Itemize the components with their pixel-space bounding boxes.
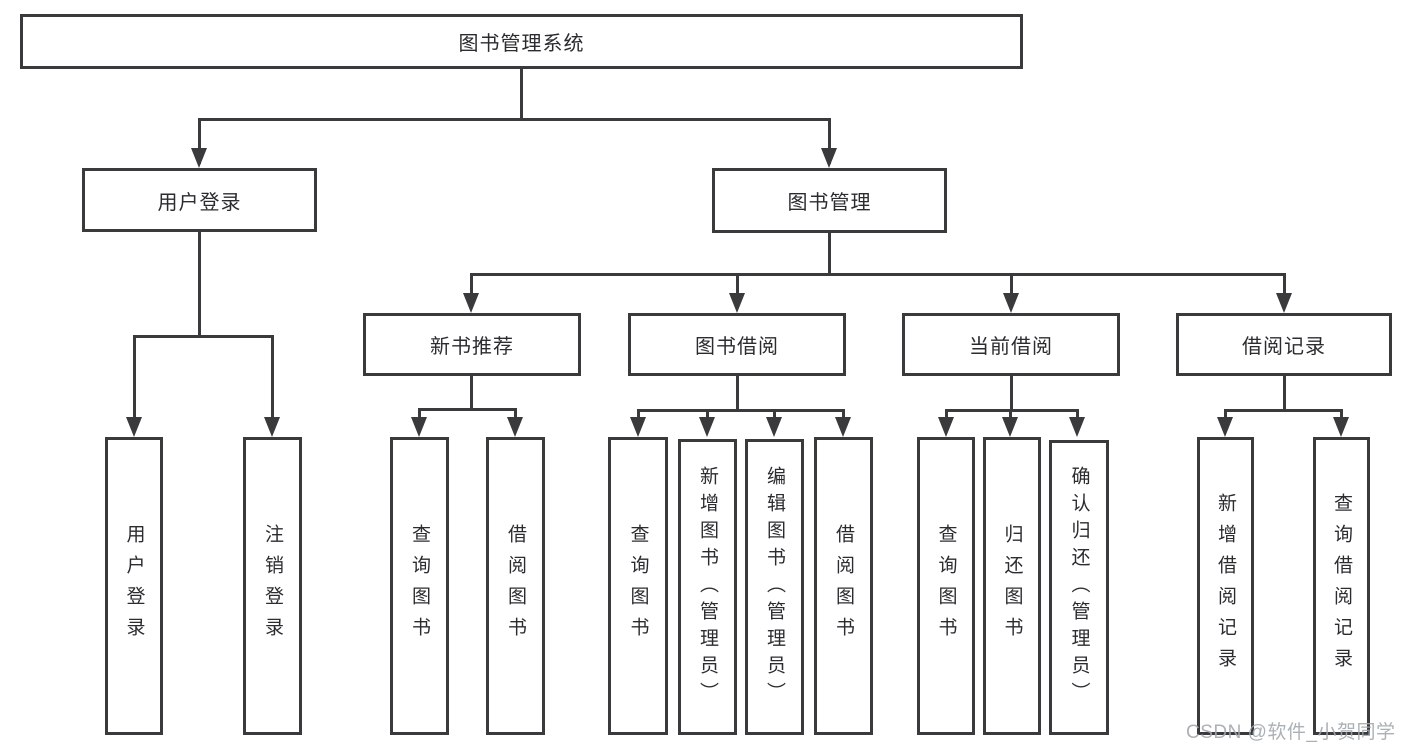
connector-line <box>1010 273 1013 307</box>
node-label: 新书推荐 <box>430 336 514 358</box>
node-label: 确认归还（管理员） <box>1068 466 1090 709</box>
leaf-logout: 注销登录 <box>243 437 302 735</box>
arrow-down-icon <box>699 417 715 437</box>
node-label: 图书借阅 <box>695 336 779 358</box>
node-label: 新增借阅记录 <box>1215 493 1236 679</box>
arrow-down-icon <box>630 417 646 437</box>
node-label: 编辑图书（管理员） <box>764 465 785 709</box>
leaf-query-books-3: 查询图书 <box>917 437 975 735</box>
arrow-down-icon <box>938 417 954 437</box>
node-label: 用户登录 <box>157 191 242 214</box>
node-label: 借阅图书 <box>505 524 526 648</box>
connector-line <box>271 335 274 431</box>
connector-line <box>470 273 473 307</box>
node-label: 注销登录 <box>262 524 283 648</box>
node-new-book-recommend: 新书推荐 <box>363 313 581 376</box>
node-book-borrow: 图书借阅 <box>628 313 846 376</box>
node-user-login: 用户登录 <box>82 168 317 232</box>
leaf-return-books: 归还图书 <box>983 437 1041 735</box>
arrow-down-icon <box>264 417 280 437</box>
node-label: 查询借阅记录 <box>1331 493 1352 679</box>
node-label: 查询图书 <box>935 524 957 648</box>
arrow-down-icon <box>1217 417 1233 437</box>
arrow-down-icon <box>821 148 837 168</box>
leaf-query-borrow-record: 查询借阅记录 <box>1313 437 1370 735</box>
connector-line <box>1283 273 1286 307</box>
arrow-down-icon <box>729 293 745 313</box>
connector-line <box>828 233 831 273</box>
connector-line <box>736 376 739 409</box>
arrow-down-icon <box>463 293 479 313</box>
leaf-add-books-admin: 新增图书（管理员） <box>678 439 737 735</box>
node-label: 新增图书（管理员） <box>697 465 718 709</box>
connector-line <box>520 69 523 118</box>
leaf-add-borrow-record: 新增借阅记录 <box>1197 437 1254 735</box>
leaf-user-login: 用户登录 <box>105 437 163 735</box>
node-label: 图书管理 <box>787 192 872 214</box>
leaf-query-books-2: 查询图书 <box>608 437 668 735</box>
leaf-confirm-return-admin: 确认归还（管理员） <box>1049 440 1109 735</box>
node-label: 图书管理系统 <box>458 33 585 55</box>
leaf-borrow-books-2: 借阅图书 <box>814 437 873 735</box>
node-borrow-records: 借阅记录 <box>1176 313 1392 376</box>
node-label: 用户登录 <box>123 524 145 648</box>
arrow-down-icon <box>766 417 782 437</box>
node-label: 查询图书 <box>409 524 430 648</box>
node-label: 借阅记录 <box>1242 336 1326 358</box>
connector-line <box>470 273 1285 276</box>
arrow-down-icon <box>191 148 207 168</box>
connector-line <box>1224 409 1343 412</box>
connector-line <box>198 118 831 121</box>
arrow-down-icon <box>1002 417 1018 437</box>
leaf-borrow-books-1: 借阅图书 <box>486 437 545 735</box>
csdn-watermark: CSDN @软件_小贺同学 <box>1186 722 1396 743</box>
connector-line <box>637 409 844 412</box>
arrow-down-icon <box>411 417 427 437</box>
arrow-down-icon <box>835 417 851 437</box>
node-current-borrow: 当前借阅 <box>902 313 1120 376</box>
node-label: 借阅图书 <box>833 524 854 648</box>
node-label: 归还图书 <box>1001 524 1023 648</box>
node-book-management: 图书管理 <box>712 168 947 233</box>
arrow-down-icon <box>126 417 142 437</box>
arrow-down-icon <box>1276 293 1292 313</box>
connector-line <box>1283 376 1286 409</box>
arrow-down-icon <box>507 417 523 437</box>
leaf-edit-books-admin: 编辑图书（管理员） <box>745 439 804 735</box>
connector-line <box>198 232 201 335</box>
connector-line <box>828 118 831 164</box>
leaf-query-books-1: 查询图书 <box>390 437 449 735</box>
node-root-library-system: 图书管理系统 <box>20 14 1023 69</box>
connector-line <box>470 376 473 408</box>
connector-line <box>736 273 739 307</box>
connector-line <box>198 118 201 164</box>
node-label: 当前借阅 <box>969 336 1053 358</box>
connector-line <box>1010 376 1013 409</box>
connector-line <box>133 335 136 431</box>
arrow-down-icon <box>1333 417 1349 437</box>
connector-line <box>133 335 274 338</box>
node-label: 查询图书 <box>627 524 649 648</box>
connector-line <box>418 408 517 411</box>
arrow-down-icon <box>1069 417 1085 437</box>
arrow-down-icon <box>1003 293 1019 313</box>
